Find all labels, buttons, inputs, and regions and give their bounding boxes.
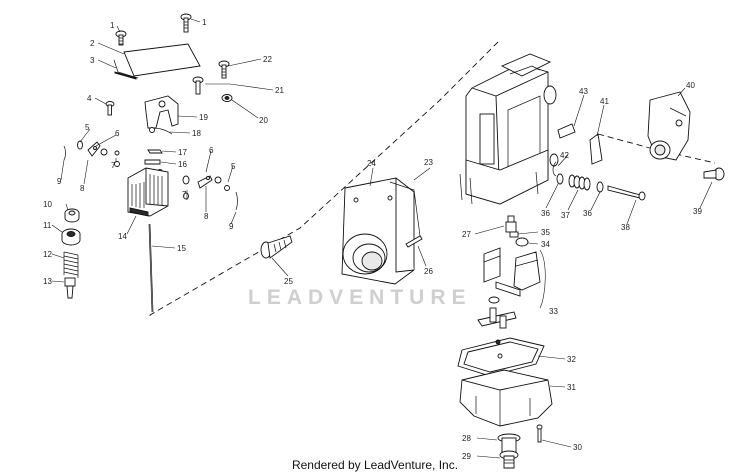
callout-41: 41 — [600, 97, 609, 106]
callout-15: 15 — [177, 244, 186, 253]
nut-10 — [64, 208, 80, 223]
callout-6b: 6 — [209, 146, 214, 155]
watermark-text: LEADVENTURE — [248, 286, 472, 309]
lever-cap-40 — [647, 91, 691, 161]
callout-32: 32 — [567, 355, 576, 364]
washer-20 — [221, 94, 233, 102]
callout-20: 20 — [259, 116, 268, 125]
jet-27 — [505, 215, 517, 233]
callout-18: 18 — [192, 129, 201, 138]
washer-36b — [596, 181, 604, 193]
callout-16: 16 — [178, 160, 187, 169]
callout-7: 7 — [111, 161, 116, 170]
plunger-41 — [589, 133, 603, 165]
callout-6: 6 — [115, 129, 120, 138]
fitting-43 — [557, 123, 576, 139]
float-bowl-31 — [459, 369, 553, 427]
callout-31: 31 — [567, 383, 576, 392]
screw-4 — [105, 101, 115, 116]
callout-8: 8 — [80, 184, 85, 193]
callout-2: 2 — [90, 39, 95, 48]
washer-36a — [556, 173, 564, 185]
callout-21: 21 — [275, 86, 284, 95]
clip-42 — [552, 161, 557, 177]
callout-22: 22 — [263, 55, 272, 64]
callout-25: 25 — [284, 277, 293, 286]
intake-flange-24 — [341, 177, 415, 285]
callout-1b: 1 — [202, 18, 207, 27]
screw-21 — [192, 76, 204, 95]
callout-5b: 5 — [231, 162, 236, 171]
leader-lines — [51, 18, 713, 459]
cover-plate-2 — [113, 43, 201, 80]
screw-39 — [703, 167, 725, 181]
callout-30: 30 — [573, 443, 582, 452]
pin-26 — [405, 235, 423, 248]
render-credit: Rendered by LeadVenture, Inc. — [291, 458, 459, 472]
small-parts-left — [63, 140, 120, 167]
callout-1a: 1 — [110, 21, 115, 30]
callout-19: 19 — [199, 113, 208, 122]
shaft-38 — [607, 185, 646, 201]
callout-26: 26 — [424, 267, 433, 276]
nut-11 — [61, 228, 81, 246]
callout-14: 14 — [118, 232, 127, 241]
callout-40: 40 — [686, 81, 695, 90]
callout-numbers: 1 1 2 3 4 5 6 7 8 9 10 11 12 13 14 15 16… — [43, 18, 702, 461]
carburetor-body — [459, 53, 559, 205]
callout-34: 34 — [541, 240, 550, 249]
callout-29: 29 — [462, 452, 471, 461]
callout-5: 5 — [85, 123, 90, 132]
callout-10: 10 — [43, 200, 52, 209]
callout-23: 23 — [424, 158, 433, 167]
callout-36b: 36 — [583, 209, 592, 218]
callout-9b: 9 — [229, 222, 234, 231]
screw-22 — [218, 60, 230, 79]
callout-28: 28 — [462, 434, 471, 443]
spring-37 — [568, 174, 591, 191]
screw-25 — [260, 235, 293, 259]
callout-39: 39 — [693, 207, 702, 216]
jet-35 — [509, 231, 519, 238]
callout-37: 37 — [561, 211, 570, 220]
spring-12 — [63, 251, 79, 278]
callout-7b: 7 — [182, 190, 187, 199]
callout-33: 33 — [549, 307, 558, 316]
bracket-23 — [389, 181, 421, 237]
float-arm-33b — [477, 307, 517, 329]
callout-27: 27 — [462, 230, 471, 239]
reed-block-14 — [127, 167, 169, 217]
small-parts-right — [182, 175, 238, 211]
clip-18 — [149, 127, 173, 135]
callout-11: 11 — [43, 221, 52, 230]
callout-24: 24 — [367, 159, 376, 168]
jet-34 — [515, 237, 529, 247]
callout-3: 3 — [90, 56, 95, 65]
callout-42: 42 — [560, 151, 569, 160]
float-33 — [483, 247, 546, 309]
callout-36a: 36 — [541, 209, 550, 218]
screw-1a — [115, 30, 127, 46]
callout-38: 38 — [621, 223, 630, 232]
needle-15 — [148, 223, 154, 313]
needle-13 — [64, 277, 76, 299]
callout-17: 17 — [178, 148, 187, 157]
pin-30 — [536, 424, 543, 443]
callout-4: 4 — [87, 94, 92, 103]
callout-9: 9 — [57, 177, 62, 186]
gasket-32 — [457, 337, 545, 377]
callout-12: 12 — [43, 250, 52, 259]
jet-28-29 — [497, 433, 521, 469]
callout-8b: 8 — [204, 212, 209, 221]
bracket-19 — [144, 95, 179, 129]
screw-1b — [180, 13, 192, 33]
callout-43: 43 — [579, 87, 588, 96]
callout-13: 13 — [43, 277, 52, 286]
callout-35: 35 — [541, 228, 550, 237]
